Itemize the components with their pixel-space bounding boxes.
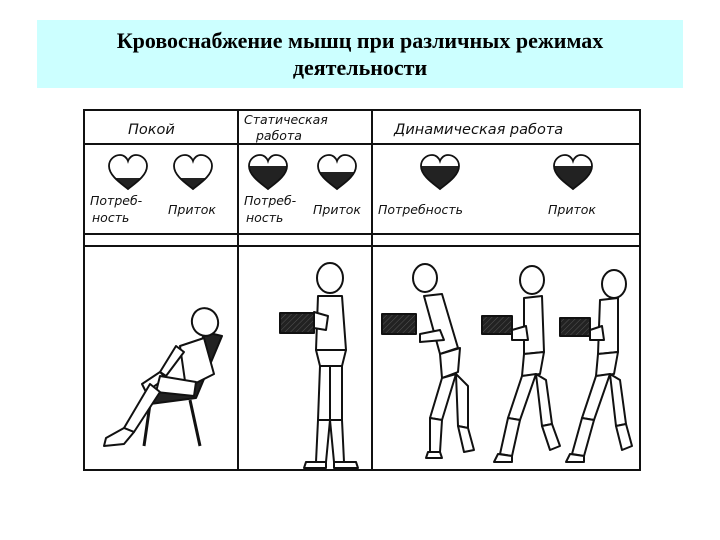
static-need-label-line-2: ность bbox=[246, 210, 283, 225]
dynamic-need-heart-icon bbox=[420, 155, 460, 192]
static-figure bbox=[279, 262, 359, 469]
rest-supply-heart-icon bbox=[173, 155, 213, 192]
slide-title-line-1: Кровоснабжение мышц при различных режима… bbox=[116, 28, 604, 53]
static-need-heart-icon bbox=[248, 155, 288, 192]
diagram-frame bbox=[83, 109, 641, 471]
dynamic-figure-1 bbox=[381, 263, 475, 459]
rest-need-heart-icon bbox=[108, 155, 148, 192]
static-supply-label: Приток bbox=[313, 202, 361, 217]
static-header-line-1: Статическая bbox=[244, 112, 328, 127]
dynamic-figure-3 bbox=[559, 269, 633, 463]
static-header-line-2: работа bbox=[255, 128, 302, 143]
rest-need-label-line-1: Потреб- bbox=[90, 193, 143, 208]
dynamic-figure-2 bbox=[481, 265, 561, 463]
slide-title-line-2: деятельности bbox=[292, 55, 428, 80]
static-need-label-line-1: Потреб- bbox=[244, 193, 297, 208]
dynamic-header: Динамическая работа bbox=[393, 122, 563, 138]
seated-figure bbox=[103, 307, 223, 447]
dynamic-box-2 bbox=[481, 315, 513, 335]
dynamic-box-1 bbox=[381, 313, 417, 335]
static-supply-heart-icon bbox=[317, 155, 357, 192]
title-box: Кровоснабжение мышц при различных режима… bbox=[37, 20, 683, 88]
dynamic-supply-label: Приток bbox=[548, 202, 596, 217]
dynamic-supply-heart-icon bbox=[553, 155, 593, 192]
rest-header: Покой bbox=[128, 122, 175, 138]
rest-need-label-line-2: ность bbox=[92, 210, 129, 225]
dynamic-box-3 bbox=[559, 317, 591, 337]
rest-supply-label: Приток bbox=[168, 202, 216, 217]
dynamic-need-label: Потребность bbox=[378, 202, 463, 217]
static-box bbox=[279, 312, 315, 334]
